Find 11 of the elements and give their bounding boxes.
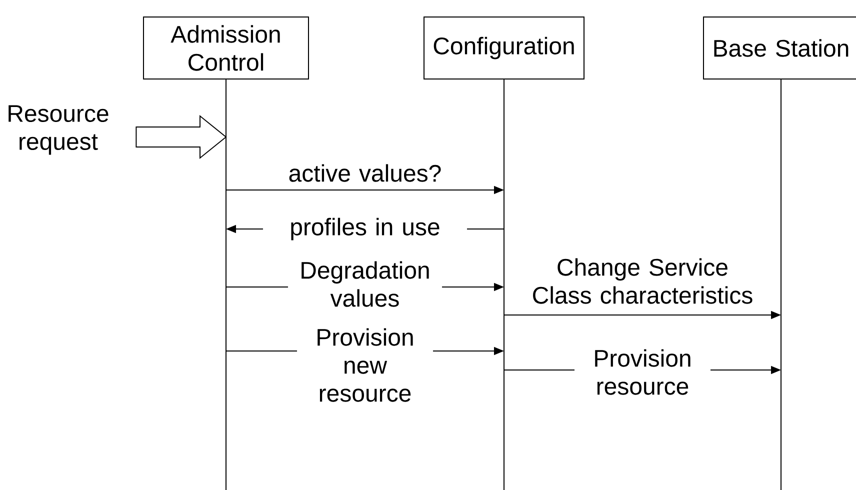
edge-label: Change Service Class characteristics (533, 258, 752, 304)
request-label: Resource request (8, 105, 108, 155)
participant-box: Admission Control (143, 16, 309, 80)
edge-label: Provision resource (574, 347, 710, 397)
edge-label: active values? (289, 164, 441, 182)
participant-box: Base Station (703, 16, 856, 80)
block-arrow (136, 114, 227, 160)
edge-label: profiles in use (263, 216, 467, 242)
edge-label: Provision new resource (297, 326, 433, 404)
edge-label: Degradation values (288, 259, 442, 309)
participant-box: Configuration (424, 16, 584, 80)
